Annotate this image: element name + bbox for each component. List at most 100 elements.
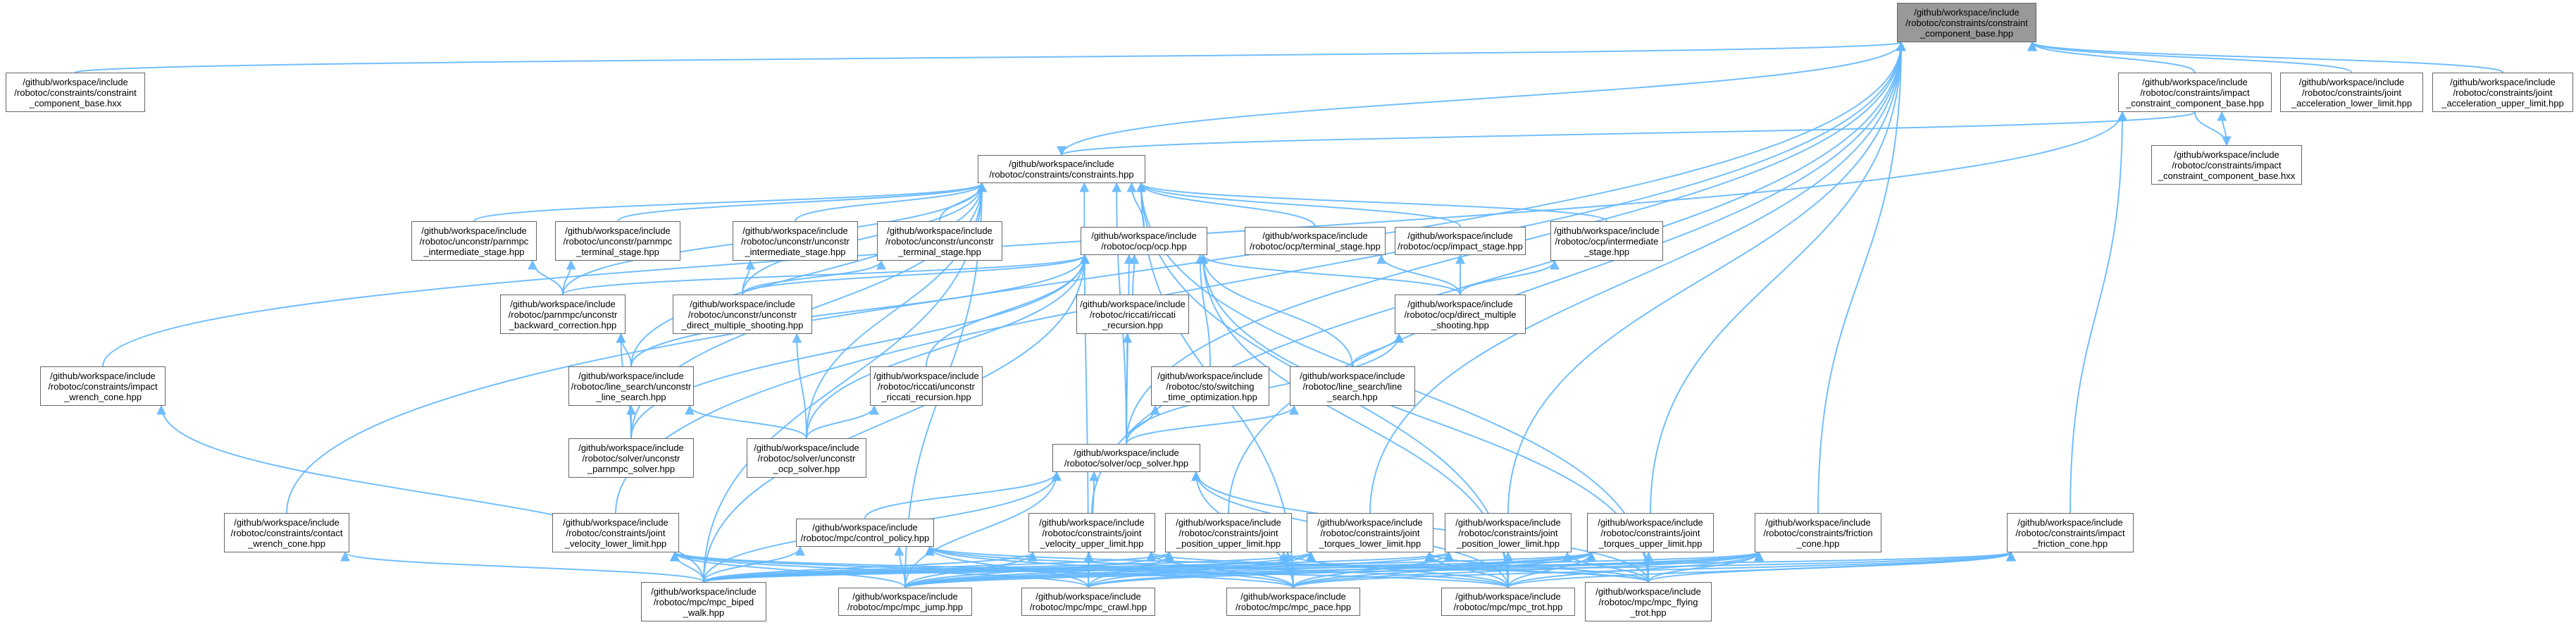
node-line: /github/workspace/include bbox=[23, 76, 128, 87]
node-unconstr-terminal-stage[interactable]: /github/workspace/include /robotoc/uncon… bbox=[877, 221, 1002, 261]
node-line: /github/workspace/include bbox=[742, 225, 848, 236]
edge-layer bbox=[75, 41, 2503, 588]
node-mpc-flying-trot[interactable]: /github/workspace/include /robotoc/mpc/m… bbox=[1585, 582, 1712, 621]
node-line: _intermediate_stage.hpp bbox=[745, 246, 846, 257]
node-ocp-impact-stage[interactable]: /github/workspace/include /robotoc/ocp/i… bbox=[1395, 227, 1526, 255]
edge-pm_term-to-constraints bbox=[617, 182, 987, 222]
node-line: _ocp_solver.hpp bbox=[773, 463, 840, 474]
node-line: /robotoc/ocp/intermediate bbox=[1555, 235, 1659, 247]
edge-un_dms-to-ocp bbox=[742, 254, 1090, 295]
node-impact-wrench-cone[interactable]: /github/workspace/include /robotoc/const… bbox=[40, 366, 166, 406]
node-joint-acceleration-upper-limit[interactable]: /github/workspace/include /robotoc/const… bbox=[2432, 73, 2573, 112]
edge-ocp_impact-to-constraints bbox=[1136, 182, 1461, 228]
node-joint-position-upper-limit[interactable]: /github/workspace/include /robotoc/const… bbox=[1165, 513, 1292, 552]
node-line: /robotoc/solver/ocp_solver.hpp bbox=[1064, 458, 1189, 469]
node-line: /robotoc/constraints/friction bbox=[1763, 527, 1873, 538]
edge-solver_un-to-ocp bbox=[806, 254, 1090, 439]
node-joint-velocity-lower-limit[interactable]: /github/workspace/include /robotoc/const… bbox=[552, 513, 679, 552]
node-line: /github/workspace/include bbox=[1176, 516, 1281, 528]
node-joint-acceleration-lower-limit[interactable]: /github/workspace/include /robotoc/const… bbox=[2280, 73, 2423, 112]
node-line: /robotoc/constraints/joint bbox=[1600, 527, 1700, 538]
node-line: /github/workspace/include bbox=[421, 225, 527, 236]
node-line: /robotoc/mpc/mpc_biped bbox=[653, 596, 754, 607]
node-control-policy[interactable]: /github/workspace/include /robotoc/mpc/c… bbox=[796, 519, 934, 547]
node-line: /robotoc/mpc/mpc_jump.hpp bbox=[847, 602, 964, 612]
node-switching-time-optimization[interactable]: /github/workspace/include /robotoc/sto/s… bbox=[1151, 366, 1269, 406]
edge-ocp_dms-to-ocp bbox=[1198, 254, 1461, 295]
node-line: /robotoc/mpc/mpc_crawl.hpp bbox=[1029, 602, 1147, 612]
node-ocp-direct-multiple-shooting[interactable]: /github/workspace/include /robotoc/ocp/d… bbox=[1395, 295, 1526, 334]
node-line: /github/workspace/include bbox=[651, 586, 757, 597]
node-line-search[interactable]: /github/workspace/include /robotoc/line_… bbox=[1290, 366, 1415, 406]
node-riccati-recursion[interactable]: /github/workspace/include /robotoc/ricca… bbox=[1076, 295, 1189, 334]
node-unconstr-riccati-recursion[interactable]: /github/workspace/include /robotoc/ricca… bbox=[870, 366, 983, 406]
node-line: /robotoc/constraints/joint bbox=[1458, 527, 1558, 538]
node-line: _backward_correction.hpp bbox=[509, 319, 617, 330]
node-mpc-biped-walk[interactable]: /github/workspace/include /robotoc/mpc/m… bbox=[641, 582, 766, 621]
node-impact-constraint-component-base-hxx[interactable]: /github/workspace/include /robotoc/const… bbox=[2151, 145, 2302, 185]
node-line: /robotoc/constraints/joint bbox=[1178, 527, 1278, 538]
node-line: _trot.hpp bbox=[1630, 607, 1667, 618]
node-parnmpc-terminal-stage[interactable]: /github/workspace/include /robotoc/uncon… bbox=[555, 221, 680, 261]
node-constraint-component-base-hxx[interactable]: /github/workspace/include /robotoc/const… bbox=[6, 73, 145, 112]
node-ocp-terminal-stage[interactable]: /github/workspace/include /robotoc/ocp/t… bbox=[1245, 227, 1386, 255]
node-line: /github/workspace/include bbox=[2017, 516, 2123, 528]
node-ocp-hpp[interactable]: /github/workspace/include /robotoc/ocp/o… bbox=[1081, 227, 1207, 255]
node-unconstr-ocp-solver[interactable]: /github/workspace/include /robotoc/solve… bbox=[747, 438, 866, 478]
node-line: _friction_cone.hpp bbox=[2032, 538, 2108, 549]
node-line: /github/workspace/include bbox=[1595, 586, 1701, 597]
node-parnmpc-intermediate-stage[interactable]: /github/workspace/include /robotoc/uncon… bbox=[411, 221, 537, 261]
edge-jp_lower-to-root bbox=[1507, 41, 1906, 514]
node-unconstr-direct-multiple-shooting[interactable]: /github/workspace/include /robotoc/uncon… bbox=[673, 295, 812, 334]
edge-jt_upper-to-root bbox=[1650, 41, 1906, 514]
node-line: _torques_lower_limit.hpp bbox=[1319, 538, 1421, 549]
node-unconstr-line-search[interactable]: /github/workspace/include /robotoc/line_… bbox=[568, 366, 694, 406]
node-joint-torques-lower-limit[interactable]: /github/workspace/include /robotoc/const… bbox=[1307, 513, 1433, 552]
node-line: /github/workspace/include bbox=[2174, 149, 2279, 160]
node-line: /robotoc/constraints/impact bbox=[2140, 87, 2250, 98]
node-unconstr-intermediate-stage[interactable]: /github/workspace/include /robotoc/uncon… bbox=[733, 221, 858, 261]
node-line: /github/workspace/include bbox=[1157, 370, 1263, 381]
node-line: _terminal_stage.hpp bbox=[898, 246, 981, 257]
node-line: /github/workspace/include bbox=[1317, 516, 1423, 528]
node-mpc-jump[interactable]: /github/workspace/include /robotoc/mpc/m… bbox=[838, 588, 972, 616]
edge-mpc_trot-to-jt_upper bbox=[1507, 551, 1596, 588]
node-line: _cone.hpp bbox=[1796, 538, 1840, 549]
node-line: _intermediate_stage.hpp bbox=[423, 246, 525, 257]
node-ocp-intermediate-stage[interactable]: /github/workspace/include /robotoc/ocp/i… bbox=[1550, 221, 1663, 261]
node-impact-friction-cone[interactable]: /github/workspace/include /robotoc/const… bbox=[2007, 513, 2134, 552]
node-unconstr-parnmpc-solver[interactable]: /github/workspace/include /robotoc/solve… bbox=[568, 438, 694, 478]
node-joint-torques-upper-limit[interactable]: /github/workspace/include /robotoc/const… bbox=[1587, 513, 1714, 552]
node-joint-velocity-upper-limit[interactable]: /github/workspace/include /robotoc/const… bbox=[1028, 513, 1155, 552]
edge-mpc_biped-to-contact_wrench bbox=[340, 551, 704, 583]
edge-mpc_biped-to-impact_friction bbox=[703, 551, 2015, 583]
edge-ocp_solver-to-riccati_rec bbox=[1122, 333, 1133, 445]
node-ocp-solver[interactable]: /github/workspace/include /robotoc/solve… bbox=[1052, 444, 1200, 472]
node-line: /robotoc/parnmpc/unconstr bbox=[508, 309, 618, 320]
node-friction-cone[interactable]: /github/workspace/include /robotoc/const… bbox=[1755, 513, 1881, 552]
node-contact-wrench-cone[interactable]: /github/workspace/include /robotoc/const… bbox=[224, 513, 349, 552]
edge-mpc_crawl-to-jt_lower bbox=[1088, 551, 1316, 588]
node-mpc-trot[interactable]: /github/workspace/include /robotoc/mpc/m… bbox=[1441, 588, 1575, 616]
node-line: /robotoc/solver/unconstr bbox=[582, 452, 680, 464]
node-line: /robotoc/constraints/joint bbox=[566, 527, 666, 538]
edge-sto-to-ocp bbox=[1195, 254, 1211, 367]
node-line: _line_search.hpp bbox=[596, 391, 666, 402]
node-line: _search.hpp bbox=[1327, 391, 1378, 402]
node-constraints-hpp[interactable]: /github/workspace/include /robotoc/const… bbox=[978, 155, 1145, 183]
node-mpc-pace[interactable]: /github/workspace/include /robotoc/mpc/m… bbox=[1226, 588, 1360, 616]
node-line: /github/workspace/include bbox=[690, 298, 795, 309]
node-parnmpc-backward-correction[interactable]: /github/workspace/include /robotoc/parnm… bbox=[500, 295, 626, 334]
node-line: /robotoc/ocp/impact_stage.hpp bbox=[1398, 241, 1523, 252]
node-constraint-component-base-hpp[interactable]: /github/workspace/include /robotoc/const… bbox=[1897, 3, 2036, 42]
node-line: /github/workspace/include bbox=[1765, 516, 1871, 528]
node-line: /robotoc/solver/unconstr bbox=[757, 452, 856, 464]
node-line: /github/workspace/include bbox=[2450, 76, 2556, 87]
node-joint-position-lower-limit[interactable]: /github/workspace/include /robotoc/const… bbox=[1445, 513, 1572, 552]
node-line: _direct_multiple_shooting.hpp bbox=[681, 319, 804, 330]
edge-riccati_rec-to-ocp bbox=[1129, 254, 1140, 295]
node-mpc-crawl[interactable]: /github/workspace/include /robotoc/mpc/m… bbox=[1021, 588, 1155, 616]
node-line: /robotoc/constraints/impact bbox=[48, 380, 158, 392]
edge-solver_un-to-ls_un bbox=[685, 404, 807, 439]
node-impact-constraint-component-base-hpp[interactable]: /github/workspace/include /robotoc/const… bbox=[2118, 73, 2272, 112]
